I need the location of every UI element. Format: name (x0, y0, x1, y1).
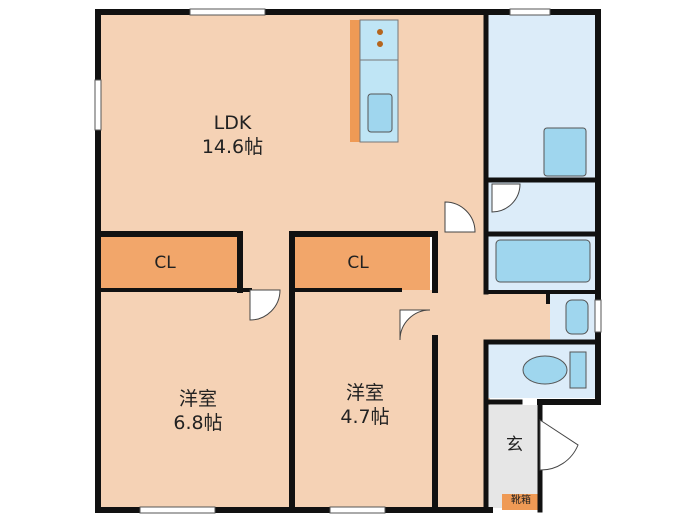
shoe-box-label: 靴箱 (511, 495, 531, 506)
closet-left-label: CL (154, 253, 176, 273)
toilet-icon (565, 299, 589, 335)
corridor-floor (435, 232, 490, 508)
entrance-label: 玄 (506, 435, 523, 455)
bathtub-icon (495, 239, 591, 283)
closet-right-label: CL (347, 253, 369, 273)
closet-left-floor (100, 235, 240, 290)
western-room-large-size: 6.8帖 (173, 411, 223, 434)
stove-burner-icon (377, 41, 383, 47)
washing-machine-icon (543, 127, 587, 177)
counter-icon (569, 351, 587, 389)
closet-right-floor (295, 235, 430, 290)
stove-burner-icon (377, 29, 383, 35)
western-room-small-name: 洋室 (345, 382, 384, 404)
shoe-box-fill (502, 494, 540, 510)
doors (249, 183, 579, 471)
sink-icon (367, 93, 393, 133)
ldk-floor (100, 14, 485, 232)
ldk-size: 14.6帖 (201, 135, 264, 158)
western-room-large-name: 洋室 (178, 388, 217, 410)
western-room-small-floor (295, 290, 435, 508)
kitchen-counter (350, 20, 360, 142)
western-room-small-size: 4.7帖 (340, 405, 390, 428)
wash-basin-icon (522, 355, 568, 385)
entrance-floor (487, 405, 540, 508)
western-room-large-floor (100, 290, 295, 508)
windows (94, 8, 602, 514)
hallway-floor (240, 232, 295, 290)
ldk-name: LDK (213, 112, 252, 134)
